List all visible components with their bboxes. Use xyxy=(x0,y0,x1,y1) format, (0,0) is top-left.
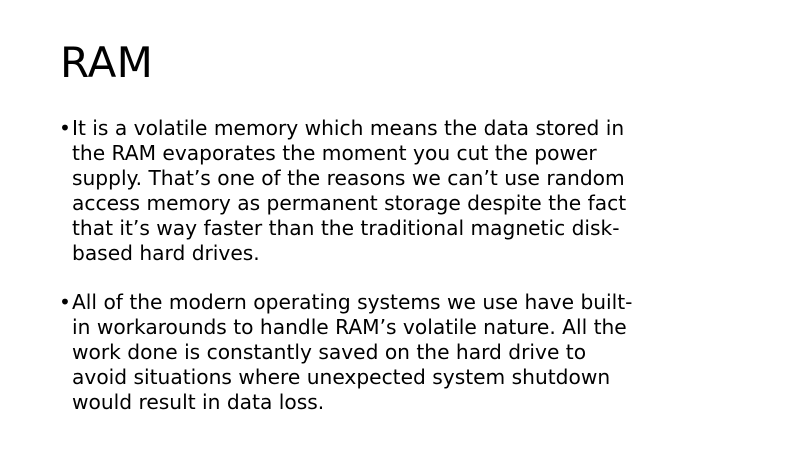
list-item-text: It is a volatile memory which means the … xyxy=(72,116,627,265)
list-item-text: All of the modern operating systems we u… xyxy=(72,290,633,415)
bullet-point-icon: • xyxy=(59,116,71,140)
bullet-list: • It is a volatile memory which means th… xyxy=(56,116,756,415)
page-title: RAM xyxy=(60,38,154,87)
bullet-point-icon: • xyxy=(59,290,71,315)
list-item: • It is a volatile memory which means th… xyxy=(56,116,752,265)
slide-body: • It is a volatile memory which means th… xyxy=(56,116,756,415)
list-item: • All of the modern operating systems we… xyxy=(56,290,752,415)
